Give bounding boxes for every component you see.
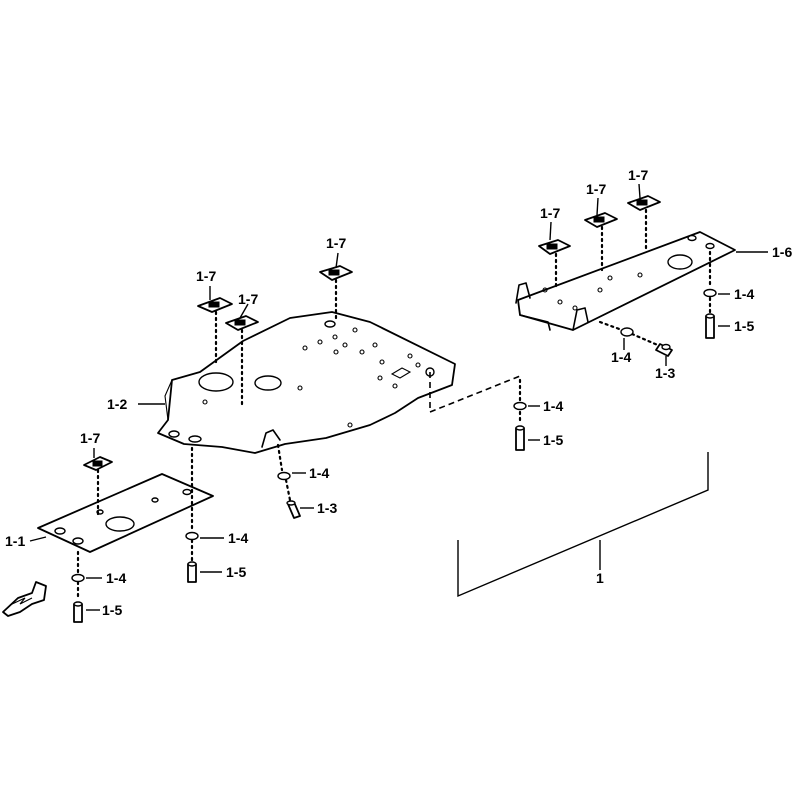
callout-1: 1 — [596, 570, 604, 586]
bolt-1-5-center-left — [187, 561, 197, 583]
callout-1-7-right-a: 1-7 — [540, 205, 560, 221]
callout-1-4-mid: 1-4 — [543, 398, 563, 414]
clip-1-7-left-plate — [83, 456, 113, 471]
bolt-1-5-right — [705, 313, 715, 339]
callout-1-7-center-b: 1-7 — [238, 291, 258, 307]
callout-1-7-right-c: 1-7 — [628, 167, 648, 183]
bolt-1-3-right — [655, 343, 673, 357]
clip-1-7-right-b — [584, 212, 618, 228]
right-plate — [515, 231, 736, 331]
clip-1-7-right-a — [538, 239, 571, 255]
clip-1-7-center-a — [197, 297, 233, 313]
washer-1-4-right-lower — [620, 327, 634, 337]
callout-1-4-right-lower: 1-4 — [611, 349, 631, 365]
callout-1-5-mid: 1-5 — [543, 432, 563, 448]
callout-1-7-right-b: 1-7 — [586, 181, 606, 197]
callout-1-1: 1-1 — [5, 533, 25, 549]
mounting-lines — [76, 208, 712, 602]
washer-1-4-center-left — [185, 531, 199, 541]
left-plate — [37, 473, 214, 553]
callout-1-3-center: 1-3 — [317, 500, 337, 516]
center-plate — [157, 311, 456, 454]
washer-1-4-center — [277, 471, 291, 481]
clip-1-7-center-b — [225, 315, 259, 331]
washer-1-4-right — [703, 288, 717, 298]
callout-1-7-left-plate: 1-7 — [80, 430, 100, 446]
callout-1-4-center: 1-4 — [309, 465, 329, 481]
leader-lines — [29, 183, 768, 611]
clip-1-7-center-c — [319, 265, 353, 281]
bolt-1-5-mid — [515, 425, 525, 451]
washer-1-4-mid — [513, 401, 527, 411]
assembly-bracket — [457, 452, 709, 598]
bolt-1-5-left — [73, 601, 83, 623]
callout-1-7-center-c: 1-7 — [326, 235, 346, 251]
callout-1-5-right: 1-5 — [734, 318, 754, 334]
callout-1-5-center-left: 1-5 — [226, 564, 246, 580]
callout-1-4-center-left: 1-4 — [228, 530, 248, 546]
callout-1-3-right: 1-3 — [655, 365, 675, 381]
callout-1-5-left: 1-5 — [102, 602, 122, 618]
callout-1-2: 1-2 — [107, 396, 127, 412]
callout-labels: 1 1-1 1-2 1-6 1-7 1-7 1-7 1-7 1-7 1-7 1-… — [5, 167, 792, 618]
callout-1-4-left: 1-4 — [106, 570, 126, 586]
callout-1-4-right: 1-4 — [734, 286, 754, 302]
callout-1-7-center-a: 1-7 — [196, 268, 216, 284]
clip-1-7-right-c — [627, 195, 661, 211]
front-arrow-icon — [2, 581, 47, 617]
callout-1-6: 1-6 — [772, 244, 792, 260]
washer-1-4-left — [71, 573, 85, 583]
bolt-1-3-center — [286, 500, 301, 519]
